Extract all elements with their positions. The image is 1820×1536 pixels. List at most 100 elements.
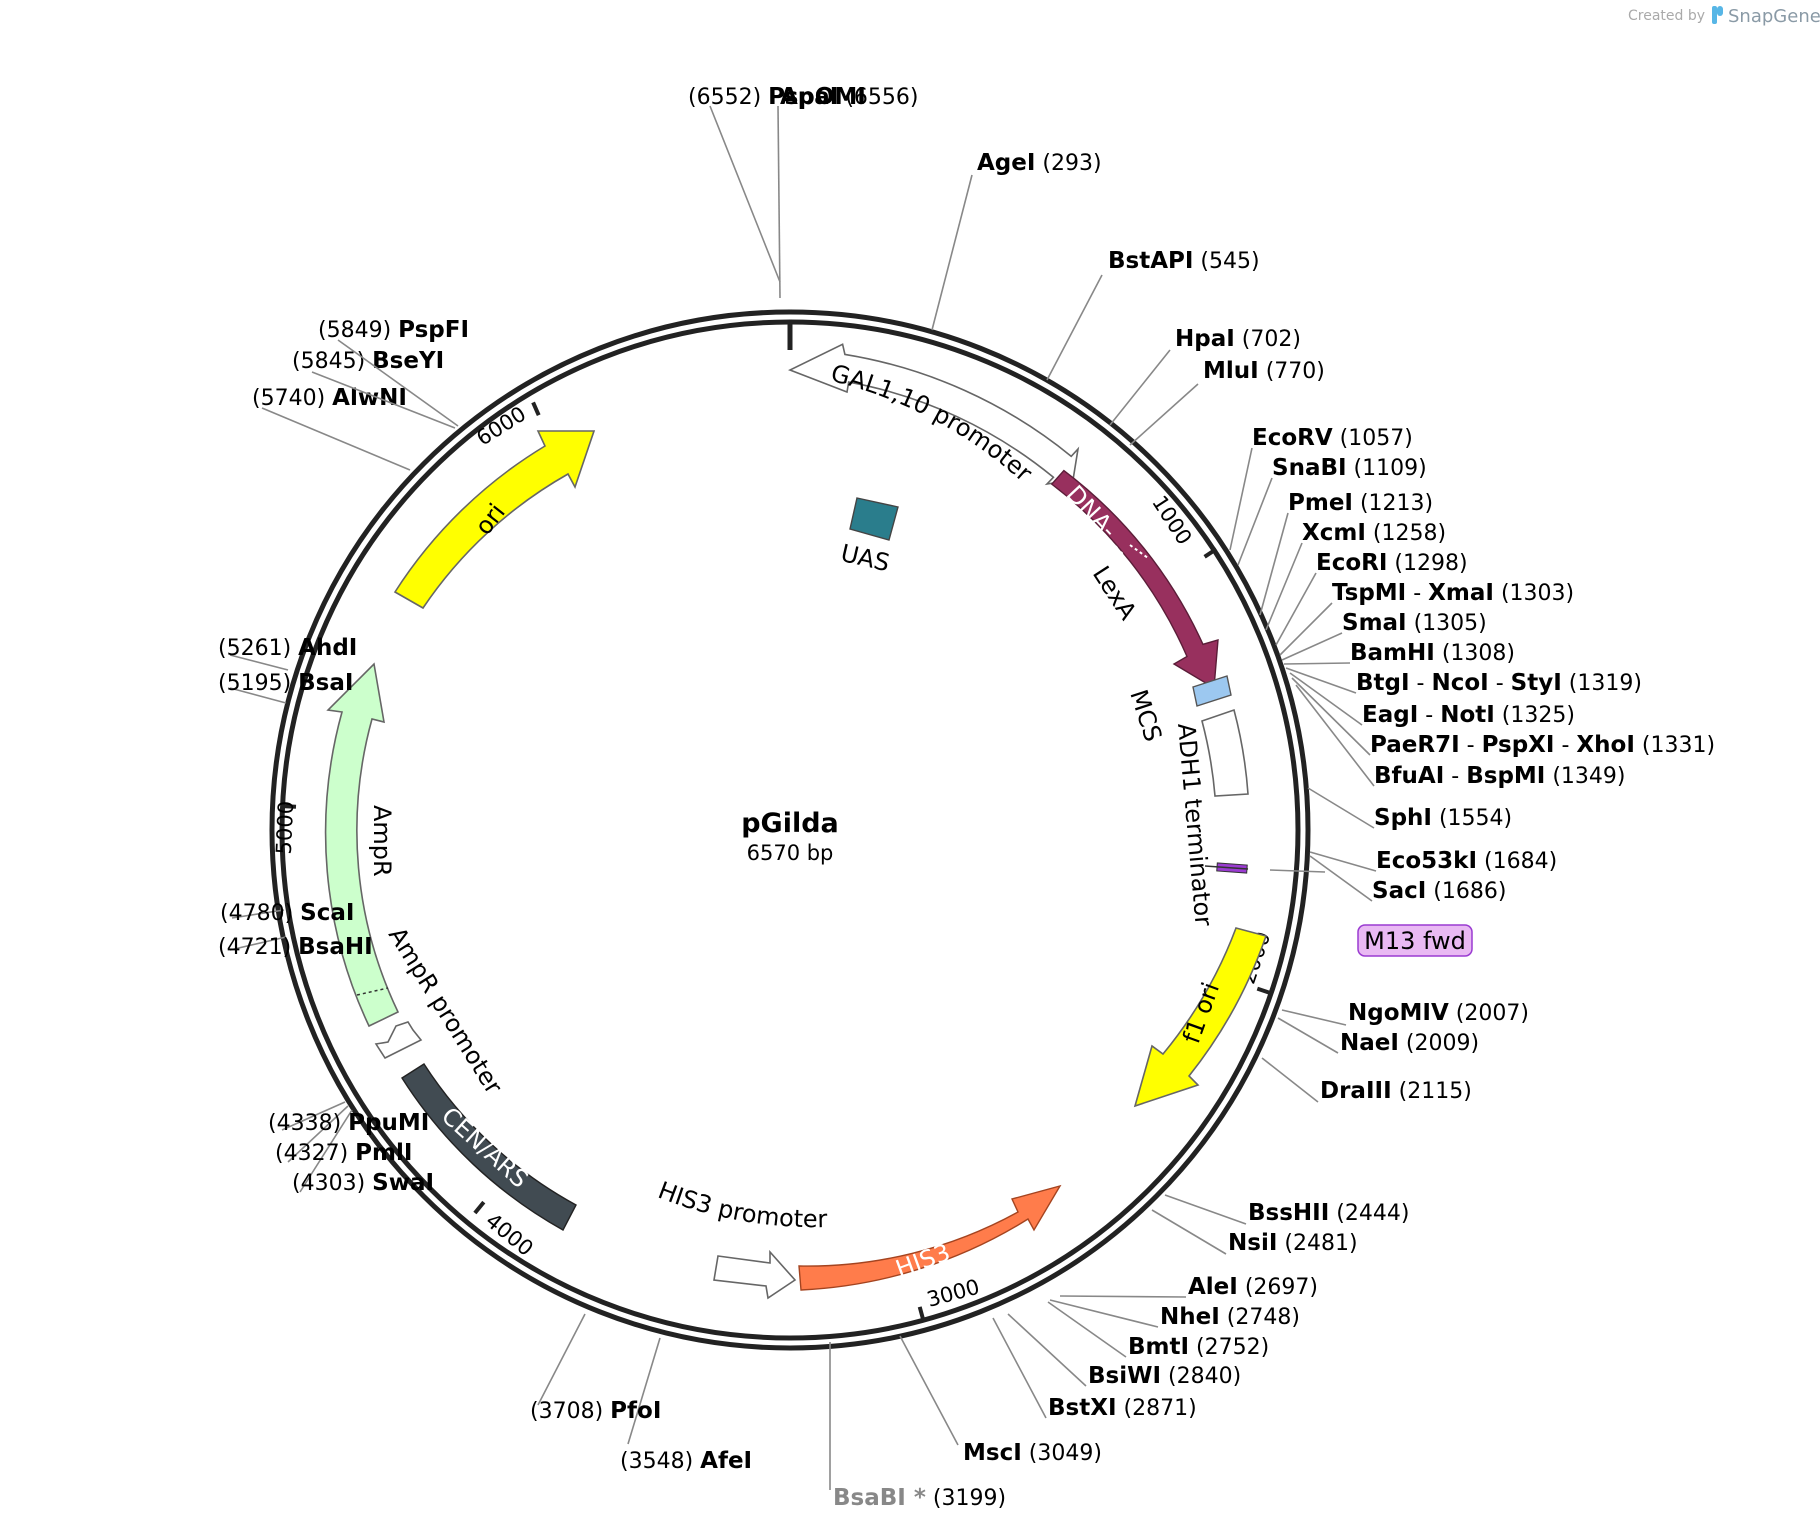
enzyme-site[interactable]: (4721) BsaHI <box>218 934 373 960</box>
enzyme-site[interactable]: EagI - NotI (1325) <box>1289 672 1575 728</box>
enzyme-position: (1554) <box>1432 806 1512 831</box>
enzyme-leader-line <box>1151 1209 1227 1255</box>
feature-his3-cds[interactable]: HIS3 <box>798 1184 1062 1291</box>
feature-gal1-10-promoter[interactable]: GAL1,10 promoter <box>788 343 1080 487</box>
enzyme-separator: - <box>1406 581 1428 606</box>
enzyme-site[interactable]: BssHII (2444) <box>1164 1194 1409 1226</box>
feature-m13-fwd[interactable] <box>1204 862 1326 874</box>
enzyme-position: (770) <box>1259 359 1325 384</box>
enzyme-site[interactable]: EcoRI (1298) <box>1275 550 1468 646</box>
enzyme-leader-line <box>1047 1301 1127 1358</box>
feature-ampr-cds[interactable]: AmpR <box>324 662 400 1028</box>
m13-fwd-badge-label: M13 fwd <box>1364 927 1466 955</box>
feature-adh1-terminator[interactable]: ADH1 terminator <box>1172 708 1249 927</box>
enzyme-site[interactable]: NaeI (2009) <box>1277 1017 1479 1056</box>
enzyme-site[interactable]: SmaI (1305) <box>1281 610 1487 661</box>
m13-fwd-primer-line <box>1204 865 1249 870</box>
enzyme-label: MluI (770) <box>1203 358 1325 384</box>
enzyme-position: (1684) <box>1477 849 1557 874</box>
enzyme-site[interactable]: (5845) BseYI <box>292 348 456 429</box>
enzyme-site[interactable]: SacI (1686) <box>1309 855 1506 904</box>
enzyme-site[interactable]: ApaI (6556) <box>777 84 919 299</box>
enzyme-site[interactable]: SphI (1554) <box>1307 787 1512 831</box>
enzyme-position: (3548) <box>620 1449 700 1474</box>
enzyme-position: (2115) <box>1392 1079 1472 1104</box>
enzyme-name: EagI <box>1362 702 1418 728</box>
feature-ori[interactable]: ori <box>393 430 596 610</box>
enzyme-site[interactable]: BsiWI (2840) <box>1007 1313 1241 1389</box>
m13-fwd-badge-bg <box>1357 924 1473 957</box>
enzyme-site[interactable]: TspMI - XmaI (1303) <box>1279 580 1574 656</box>
enzyme-site[interactable]: (4338) PpuMI <box>268 1101 429 1136</box>
m13-fwd-badge[interactable]: M13 fwd <box>1357 924 1473 957</box>
enzyme-site[interactable]: (5261) AhdI <box>218 635 357 671</box>
enzyme-site[interactable]: BsaBI * (3199) <box>829 1342 1006 1511</box>
enzyme-name: AleI <box>1188 1274 1238 1300</box>
enzyme-site[interactable]: AleI (2697) <box>1059 1274 1318 1300</box>
enzyme-label: BssHII (2444) <box>1248 1200 1409 1226</box>
enzyme-label: SphI (1554) <box>1374 805 1512 831</box>
enzyme-position: (2697) <box>1238 1275 1318 1300</box>
enzyme-label: EagI - NotI (1325) <box>1362 702 1575 728</box>
enzyme-leader-line <box>1291 677 1371 756</box>
enzyme-leader-line <box>1281 632 1343 661</box>
enzyme-leader-line <box>899 1335 959 1446</box>
enzyme-leader-line <box>1164 1194 1247 1225</box>
enzyme-site[interactable]: Eco53kI (1684) <box>1309 848 1557 874</box>
enzyme-site[interactable]: PmeI (1213) <box>1259 490 1433 616</box>
enzyme-name: AhdI <box>298 635 357 661</box>
enzyme-site[interactable]: (5195) BsaI <box>218 670 353 704</box>
enzyme-site[interactable]: AgeI (293) <box>931 150 1102 331</box>
enzyme-name: BspMI <box>1466 763 1545 789</box>
enzyme-site[interactable]: BstXI (2871) <box>992 1317 1197 1421</box>
enzyme-site[interactable]: EcoRV (1057) <box>1229 425 1413 551</box>
enzyme-site[interactable]: (5740) AlwNI <box>252 385 411 471</box>
enzyme-site[interactable]: BfuAI - BspMI (1349) <box>1295 684 1626 789</box>
enzyme-site[interactable]: PaeR7I - PspXI - XhoI (1331) <box>1291 677 1715 758</box>
enzyme-site[interactable]: (4327) PmlI <box>275 1105 412 1166</box>
enzyme-label: (4327) PmlI <box>275 1140 412 1166</box>
enzyme-label: (6552) PspOMI <box>688 84 866 110</box>
enzyme-name: NcoI <box>1431 670 1488 696</box>
enzyme-position: (702) <box>1235 327 1301 352</box>
enzyme-position: (4327) <box>275 1141 355 1166</box>
enzyme-site[interactable]: XcmI (1258) <box>1265 520 1446 631</box>
enzyme-label: PmeI (1213) <box>1288 490 1433 516</box>
enzyme-site[interactable]: NheI (2748) <box>1049 1299 1300 1330</box>
enzyme-position: (2444) <box>1329 1201 1409 1226</box>
enzyme-leader-line <box>709 105 781 283</box>
credit-badge[interactable]: Created by SnapGene <box>1628 6 1820 27</box>
feature-uas[interactable]: UAS <box>838 497 899 577</box>
enzyme-site[interactable]: (6552) PspOMI <box>688 84 866 283</box>
enzyme-site[interactable]: (3548) AfeI <box>620 1337 752 1474</box>
enzyme-site[interactable]: NgoMIV (2007) <box>1281 1000 1529 1026</box>
enzyme-site[interactable]: NsiI (2481) <box>1151 1209 1358 1256</box>
tick-label-5000: 5000 <box>272 800 298 855</box>
enzyme-position: (1109) <box>1347 456 1427 481</box>
enzyme-position: (1305) <box>1407 611 1487 636</box>
enzyme-site[interactable]: (4303) SwaI <box>292 1109 434 1196</box>
enzyme-leader-line <box>229 687 287 704</box>
enzyme-site[interactable]: BamHI (1308) <box>1283 640 1515 666</box>
enzyme-site[interactable]: SnaBI (1109) <box>1237 455 1427 566</box>
enzyme-site[interactable]: BtgI - NcoI - StyI (1319) <box>1285 667 1642 696</box>
enzyme-site[interactable]: MluI (770) <box>1129 358 1325 446</box>
enzyme-leader-line <box>1289 672 1363 726</box>
enzyme-site[interactable]: (5849) PspFI <box>318 317 469 427</box>
enzyme-name: DraIII <box>1320 1078 1392 1104</box>
enzyme-site[interactable]: HpaI (702) <box>1109 326 1301 426</box>
enzyme-position: (1319) <box>1562 671 1642 696</box>
enzyme-site[interactable]: BmtI (2752) <box>1047 1301 1269 1360</box>
enzyme-site[interactable]: (4780) ScaI <box>220 900 354 926</box>
enzyme-site[interactable]: (3708) PfoI <box>530 1313 661 1424</box>
enzyme-label: SmaI (1305) <box>1342 610 1487 636</box>
enzyme-label: BmtI (2752) <box>1128 1334 1269 1360</box>
enzyme-site[interactable]: DraIII (2115) <box>1261 1057 1472 1104</box>
enzyme-site[interactable]: BstAPI (545) <box>1046 248 1260 381</box>
lexa-domain-divider <box>1129 544 1149 559</box>
enzyme-site[interactable]: MscI (3049) <box>899 1335 1102 1466</box>
enzyme-label: EcoRV (1057) <box>1252 425 1413 451</box>
enzyme-name: StyI <box>1511 670 1562 696</box>
mcs-box <box>1192 675 1232 707</box>
enzyme-name: PspXI <box>1482 732 1555 758</box>
